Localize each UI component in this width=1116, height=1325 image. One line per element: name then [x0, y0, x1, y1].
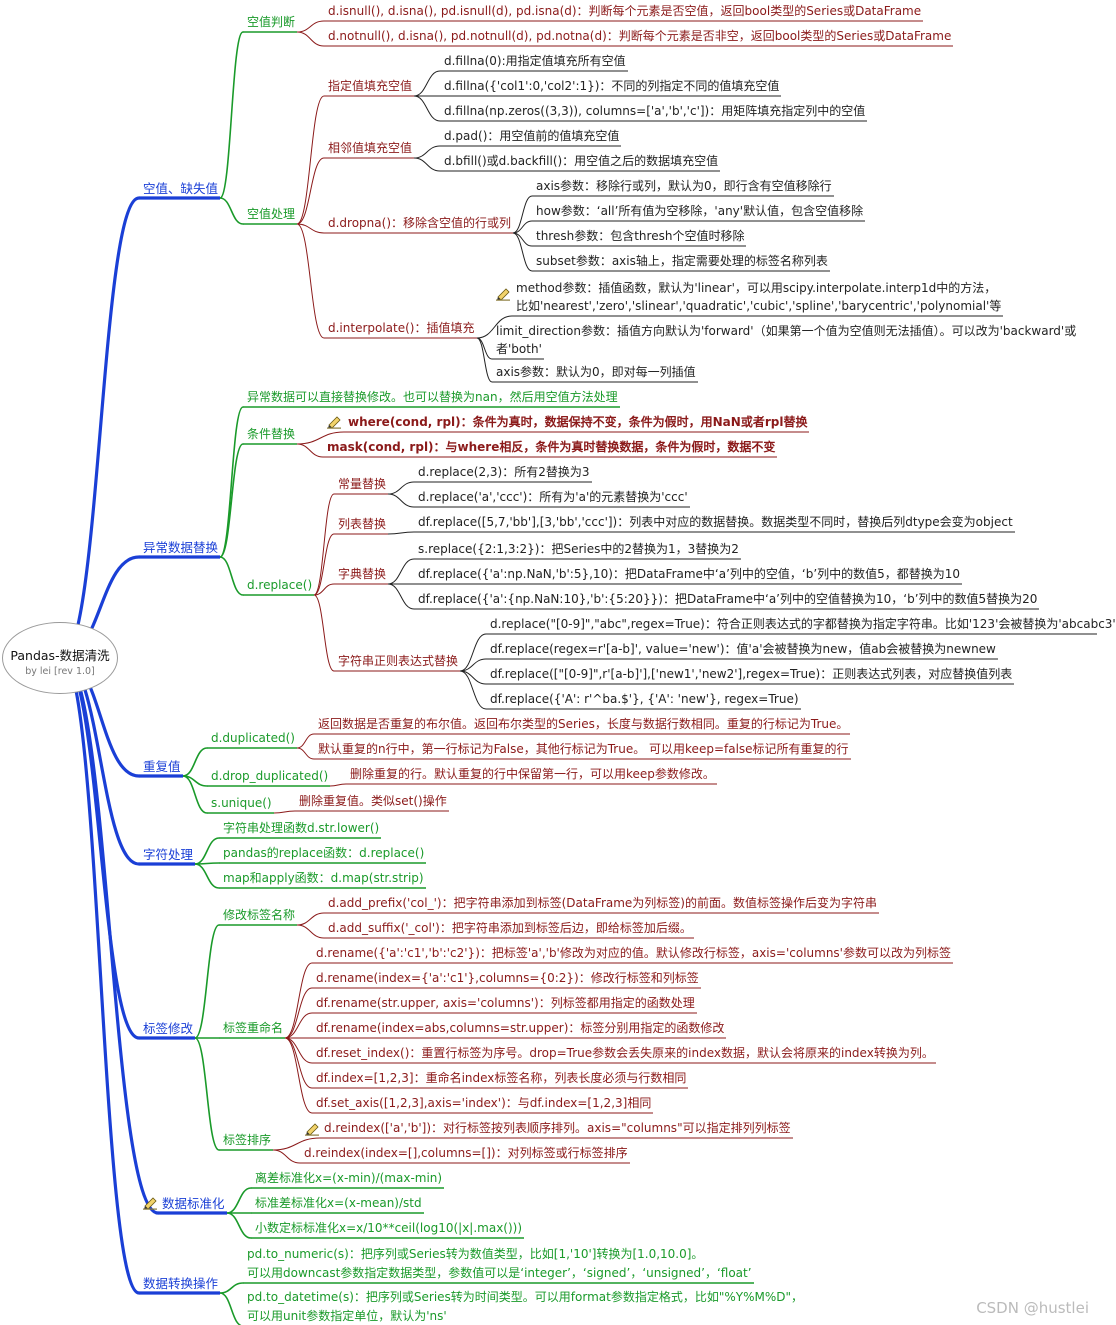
note-pencil-icon	[496, 288, 510, 301]
node-b2c3a[interactable]: s.replace({2:1,3:2})：把Series中的2替换为1，3替换为…	[418, 542, 739, 556]
node-b1b3[interactable]: d.dropna()：移除含空值的行或列	[328, 216, 512, 230]
node-b1b4c[interactable]: axis参数：默认为0，即对每一列插值	[496, 365, 696, 379]
node-b7b1[interactable]: pd.to_datetime(s)：把序列或Series转为时间类型。可以用fo…	[247, 1290, 803, 1304]
node-b5[interactable]: 标签修改	[143, 1021, 194, 1036]
node-b5b2[interactable]: d.rename(index={'a':'c1'},columns={0:2})…	[316, 971, 699, 985]
node-b1b[interactable]: 空值处理	[247, 207, 296, 221]
node-b5b4[interactable]: df.rename(index=abs,columns=str.upper)：标…	[316, 1021, 725, 1035]
node-b5b3[interactable]: df.rename(str.upper, axis='columns')：列标签…	[316, 996, 695, 1010]
node-b4c[interactable]: map和apply函数：d.map(str.strip)	[223, 871, 424, 885]
node-b1b4a2[interactable]: 比如'nearest','zero','slinear','quadratic'…	[516, 299, 1002, 313]
node-b2c[interactable]: d.replace()	[247, 578, 313, 592]
note-pencil-icon	[305, 1123, 319, 1136]
node-b1b2a[interactable]: d.pad()：用空值前的值填充空值	[444, 129, 620, 143]
node-b1b1b[interactable]: d.fillna({'col1':0,'col2':1})：不同的列指定不同的值…	[444, 79, 780, 93]
note-pencil-icon	[143, 1197, 157, 1210]
node-b5b7[interactable]: df.set_axis([1,2,3],axis='index')：与df.in…	[316, 1096, 652, 1110]
node-b1b2[interactable]: 相邻值填充空值	[328, 141, 413, 155]
node-b5b[interactable]: 标签重命名	[223, 1021, 284, 1035]
node-b4[interactable]: 字符处理	[143, 847, 194, 862]
node-b2c3[interactable]: 字典替换	[338, 567, 387, 581]
node-b1b4b2[interactable]: 者'both'	[496, 342, 542, 356]
node-b1b3b[interactable]: how参数：‘all’所有值为空移除，'any'默认值，包含空值移除	[536, 204, 864, 218]
node-b6[interactable]: 数据标准化	[162, 1196, 225, 1211]
node-b5b1[interactable]: d.rename({'a':'c1','b':'c2'})：把标签'a','b'…	[316, 946, 951, 960]
node-b3b[interactable]: d.drop_duplicated()	[211, 769, 329, 783]
node-b1b2b[interactable]: d.bfill()或d.backfill()：用空值之后的数据填充空值	[444, 154, 719, 168]
node-b3b1[interactable]: 删除重复的行。默认重复的行中保留第一行，可以用keep参数修改。	[350, 767, 715, 781]
node-b5b6[interactable]: df.index=[1,2,3]：重命名index标签名称，列表长度必须与行数相…	[316, 1071, 687, 1085]
node-b1b1[interactable]: 指定值填充空值	[328, 79, 413, 93]
node-b6b[interactable]: 标准差标准化x=(x-mean)/std	[255, 1196, 422, 1210]
node-b3c[interactable]: s.unique()	[211, 796, 272, 810]
node-b4b[interactable]: pandas的replace函数：d.replace()	[223, 846, 425, 860]
node-b2c2[interactable]: 列表替换	[338, 517, 387, 531]
node-b1[interactable]: 空值、缺失值	[143, 181, 219, 196]
node-b1b3a[interactable]: axis参数：移除行或列，默认为0，即行含有空值移除行	[536, 179, 832, 193]
node-b2b1[interactable]: where(cond, rpl)：条件为真时，数据保持不变，条件为假时，用NaN…	[348, 415, 808, 429]
node-b2c4d[interactable]: df.replace({'A': r'^ba.$'}, {'A': 'new'}…	[490, 692, 799, 706]
node-b2c4b[interactable]: df.replace(regex=r'[a-b]', value='new')：…	[490, 642, 996, 656]
node-b5a[interactable]: 修改标签名称	[223, 908, 296, 922]
node-b5c2[interactable]: d.reindex(index=[],columns=[])：对列标签或行标签排…	[304, 1146, 628, 1160]
node-b3a2[interactable]: 默认重复的n行中，第一行标记为False，其他行标记为True。 可以用keep…	[318, 742, 849, 756]
node-b2c1a[interactable]: d.replace(2,3)：所有2替换为3	[418, 465, 590, 479]
node-b1b3d[interactable]: subset参数：axis轴上，指定需要处理的标签名称列表	[536, 254, 828, 268]
node-b1b1c[interactable]: d.fillna(np.zeros((3,3)), columns=['a','…	[444, 104, 866, 118]
note-pencil-icon	[327, 416, 341, 429]
node-b2c3b[interactable]: df.replace({'a':np.NaN,'b':5},10)：把DataF…	[418, 567, 961, 581]
node-b2c1b[interactable]: d.replace('a','ccc')：所有为'a'的元素替换为'ccc'	[418, 490, 688, 504]
node-b2b2[interactable]: mask(cond, rpl)：与where相反，条件为真时替换数据，条件为假时…	[327, 440, 776, 454]
node-b2b[interactable]: 条件替换	[247, 427, 296, 441]
node-b2c3c[interactable]: df.replace({'a':{np.NaN:10},'b':{5:20}})…	[418, 592, 1038, 606]
node-b5c[interactable]: 标签排序	[223, 1133, 272, 1147]
node-b1b4b1[interactable]: limit_direction参数：插值方向默认为'forward'（如果第一个…	[496, 324, 1077, 338]
node-b1b4a1[interactable]: method参数：插值函数，默认为'linear'，可以用scipy.inter…	[516, 281, 997, 295]
node-b7a2[interactable]: 可以用downcast参数指定数据类型，参数值可以是‘integer’，‘sig…	[247, 1266, 752, 1280]
node-b1a1[interactable]: d.isnull(), d.isna(), pd.isnull(d), pd.i…	[328, 4, 922, 18]
node-b2c1[interactable]: 常量替换	[338, 477, 387, 491]
node-b6c[interactable]: 小数定标标准化x=x/10**ceil(log10(|x|.max()))	[255, 1221, 523, 1235]
node-b1a[interactable]: 空值判断	[247, 15, 296, 29]
node-b2c4a[interactable]: d.replace("[0-9]","abc",regex=True)：符合正则…	[490, 617, 1116, 631]
node-b5a1[interactable]: d.add_prefix('col_')：把字符串添加到标签(DataFrame…	[328, 896, 877, 910]
node-b3c1[interactable]: 删除重复值。类似set()操作	[299, 794, 447, 808]
node-b7a1[interactable]: pd.to_numeric(s)：把序列或Series转为数值类型，比如[1,'…	[247, 1247, 704, 1261]
node-b1b1a[interactable]: d.fillna(0):用指定值填充所有空值	[444, 54, 626, 68]
node-b7[interactable]: 数据转换操作	[143, 1276, 219, 1291]
node-b3a[interactable]: d.duplicated()	[211, 731, 295, 745]
root-node[interactable]: Pandas-数据清洗 by lei [rev 1.0]	[2, 622, 118, 694]
node-b6a[interactable]: 离差标准化x=(x-min)/(max-min)	[255, 1171, 443, 1185]
root-subtitle: by lei [rev 1.0]	[25, 666, 95, 677]
node-b2c2a[interactable]: df.replace([5,7,'bb'],[3,'bb','ccc'])：列表…	[418, 515, 1013, 529]
node-b2c4[interactable]: 字符串正则表达式替换	[338, 654, 459, 668]
node-b5a2[interactable]: d.add_suffix('_col')：把字符串添加到标签后边，即给标签加后缀…	[328, 921, 692, 935]
root-title: Pandas-数据清洗	[10, 648, 110, 663]
node-b5c1[interactable]: d.reindex(['a','b'])：对行标签按列表顺序排列。axis="c…	[324, 1121, 791, 1135]
node-b3[interactable]: 重复值	[143, 759, 181, 774]
node-b7b2[interactable]: 可以用unit参数指定单位，默认为'ns'	[247, 1309, 447, 1323]
node-b1a2[interactable]: d.notnull(), d.isna(), pd.notnull(d), pd…	[328, 29, 952, 43]
watermark: CSDN @hustlei	[976, 1299, 1089, 1317]
node-b4a[interactable]: 字符串处理函数d.str.lower()	[223, 821, 380, 835]
node-b1b3c[interactable]: thresh参数：包含thresh个空值时移除	[536, 229, 745, 243]
node-b1b4[interactable]: d.interpolate()：插值填充	[328, 321, 475, 335]
node-b2[interactable]: 异常数据替换	[143, 540, 219, 555]
node-b3a1[interactable]: 返回数据是否重复的布尔值。返回布尔类型的Series，长度与数据行数相同。重复的…	[318, 717, 849, 731]
node-b2a[interactable]: 异常数据可以直接替换修改。也可以替换为nan，然后用空值方法处理	[247, 390, 618, 404]
node-b5b5[interactable]: df.reset_index()：重置行标签为序号。drop=True参数会丢失…	[316, 1046, 934, 1060]
node-b2c4c[interactable]: df.replace(["[0-9]",r'[a-b]'],['new1','n…	[490, 667, 1013, 681]
